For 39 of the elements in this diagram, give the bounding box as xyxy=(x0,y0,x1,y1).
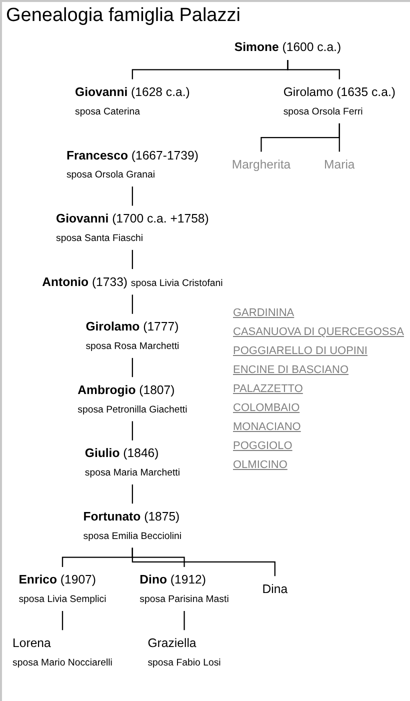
connector xyxy=(338,123,340,152)
node-text: Dina xyxy=(262,581,288,596)
connector xyxy=(260,123,340,152)
connector xyxy=(132,186,133,206)
node-text: Graziella sposa Fabio Losi xyxy=(148,636,221,668)
connector xyxy=(132,548,276,576)
node-text: Francesco (1667-1739) sposa Orsola Granai xyxy=(66,148,198,180)
place-name-link: MONACIANO xyxy=(233,421,301,433)
node-text: Simone (1600 c.a.) xyxy=(234,40,342,54)
connector xyxy=(132,484,133,504)
place-name-link: PALAZZETTO xyxy=(233,383,303,395)
diagram-title: Genealogia famiglia Palazzi xyxy=(6,5,240,27)
node-text: Fortunato (1875) sposa Emilia Becciolini xyxy=(83,508,182,542)
node-text: Giulio (1846) sposa Maria Marchetti xyxy=(84,446,180,478)
node-text: Ambrogio (1807) sposa Petronilla Giachetti xyxy=(78,382,188,415)
place-name-link: GARDININA xyxy=(233,307,294,319)
connector xyxy=(184,610,185,630)
node-text: Maria xyxy=(324,157,355,172)
place-name-link: POGGIOLO xyxy=(233,440,292,452)
connector xyxy=(132,421,133,440)
place-name-link: ENCINE DI BASCIANO xyxy=(233,364,349,376)
connector xyxy=(62,610,64,630)
connector xyxy=(132,358,133,378)
node-text: Giovanni (1700 c.a. +1758) sposa Santa Fiaschi xyxy=(56,211,209,244)
node-text: Girolamo (1777) sposa Rosa Marchetti xyxy=(86,319,180,352)
node-text: Lorena sposa Mario Nocciarelli xyxy=(12,636,112,668)
connector xyxy=(132,294,133,314)
connector xyxy=(132,250,133,270)
node-text: Margherita xyxy=(232,157,291,172)
node-text: Giovanni (1628 c.a.) sposa Caterina xyxy=(75,84,190,118)
node-text: Dino (1912) sposa Parisina Masti xyxy=(140,572,229,605)
place-name-link: OLMICINO xyxy=(233,459,288,471)
place-name-link: COLOMBAIO xyxy=(233,402,300,414)
place-name-link: POGGIARELLO DI UOPINI xyxy=(233,345,368,357)
node-text: Girolamo (1635 c.a.) sposa Orsola Ferri xyxy=(283,84,396,118)
connector xyxy=(287,60,340,80)
node-text: Antonio (1733) sposa Livia Cristofani xyxy=(42,274,223,288)
node-text: Enrico (1907) sposa Livia Semplici xyxy=(18,572,106,605)
place-name-link: CASANUOVA DI QUERCEGOSSA xyxy=(233,326,404,338)
